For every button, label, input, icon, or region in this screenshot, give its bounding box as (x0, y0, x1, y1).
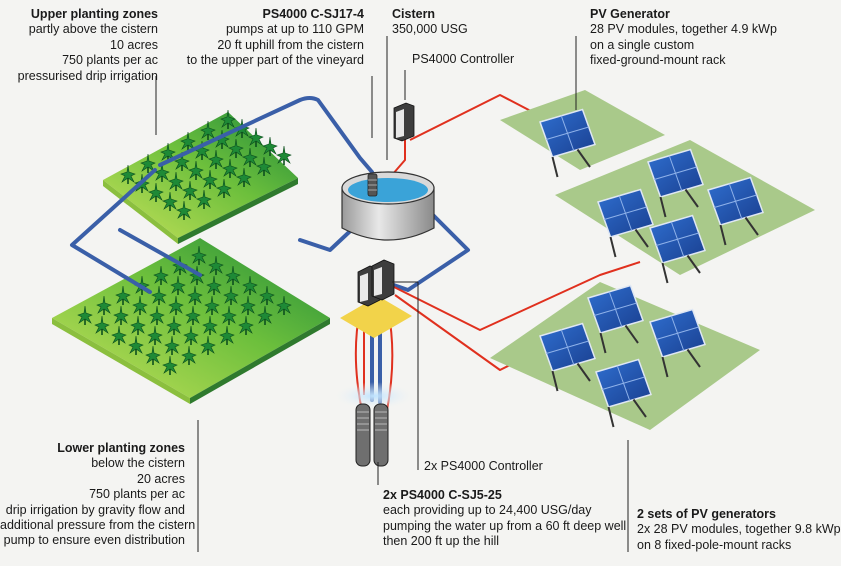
cistern-capacity: 350,000 USG (392, 22, 468, 37)
ps4000-sj17-line-2: 20 ft uphill from the cistern (217, 37, 364, 52)
upper-zones-line-4: pressurised drip irrigation (17, 68, 158, 83)
ps4000-sj5-line-3: then 200 ft up the hill (383, 534, 500, 549)
pv-generator-line-3: fixed-ground-mount rack (590, 53, 726, 68)
cistern-tank (341, 171, 435, 241)
ps4000-controllers-bottom (340, 259, 412, 338)
pv-sets-label: 2 sets of PV generators 2x 28 PV modules… (637, 507, 841, 553)
lower-zones-line-6: pump to ensure even distribution (3, 533, 185, 548)
ps4000-sj5-title: 2x PS4000 C-SJ5-25 (383, 488, 502, 502)
cistern-title: Cistern (392, 7, 436, 21)
ps4000-sj17-title: PS4000 C-SJ17-4 (262, 7, 364, 21)
ps4000-sj17-label: PS4000 C-SJ17-4 pumps at up to 110 GPM 2… (170, 7, 364, 69)
lower-zones-line-2: 20 acres (137, 471, 185, 486)
vine-plant (276, 145, 292, 166)
lower-zones-line-1: below the cistern (91, 456, 185, 471)
lower-zones-line-4: drip irrigation by gravity flow and (5, 502, 185, 517)
lower-zones-label: Lower planting zones below the cistern 2… (0, 441, 196, 549)
ps4000-controller-top (393, 102, 415, 142)
pv-generator-label: PV Generator 28 PV modules, together 4.9… (590, 7, 777, 69)
pv-generator-line-1: 28 PV modules, together 4.9 kWp (590, 22, 777, 37)
pv-sets-title: 2 sets of PV generators (637, 507, 776, 521)
lower-zones-line-5: additional pressure from the cistern (0, 518, 196, 533)
upper-zones-title: Upper planting zones (30, 7, 158, 21)
pv-sets-line-1: 2x 28 PV modules, together 9.8 kWp (637, 522, 841, 537)
lower-zones-line-3: 750 plants per ac (89, 487, 185, 502)
upper-zones-line-2: 10 acres (110, 37, 158, 52)
upper-zones-line-1: partly above the cistern (28, 22, 158, 37)
pv-generator-pad-bottom (490, 282, 760, 430)
controller-bottom-label: 2x PS4000 Controller (424, 459, 543, 474)
ps4000-sj17-line-1: pumps at up to 110 GPM (225, 22, 364, 37)
cistern-label: Cistern 350,000 USG (392, 7, 468, 38)
upper-zones-label: Upper planting zones partly above the ci… (0, 7, 158, 84)
pv-sets-line-2: on 8 fixed-pole-mount racks (637, 537, 792, 552)
well-glow (332, 382, 416, 410)
vine-plant (220, 109, 236, 130)
lower-planting-zone (52, 238, 330, 404)
upper-zones-line-3: 750 plants per ac (62, 53, 158, 68)
leader-lines (155, 36, 629, 552)
lower-zones-title: Lower planting zones (57, 441, 185, 455)
pv-generator-pad-middle (555, 140, 815, 275)
ps4000-sj5-line-2: pumping the water up from a 60 ft deep w… (383, 518, 627, 533)
pv-generator-line-2: on a single custom (590, 37, 695, 52)
vine-plant (262, 136, 278, 157)
submersible-pumps (355, 403, 389, 467)
controller-top-label: PS4000 Controller (412, 52, 514, 67)
vine-plant (248, 127, 264, 148)
ps4000-sj17-line-3: to the upper part of the vineyard (186, 53, 364, 68)
pv-generator-title: PV Generator (590, 7, 670, 21)
controller-bottom-text: 2x PS4000 Controller (424, 459, 543, 473)
controller-top-text: PS4000 Controller (412, 52, 515, 66)
ps4000-sj5-line-1: each providing up to 24,400 USG/day (383, 503, 592, 518)
ps4000-sj5-label: 2x PS4000 C-SJ5-25 each providing up to … (383, 488, 626, 550)
